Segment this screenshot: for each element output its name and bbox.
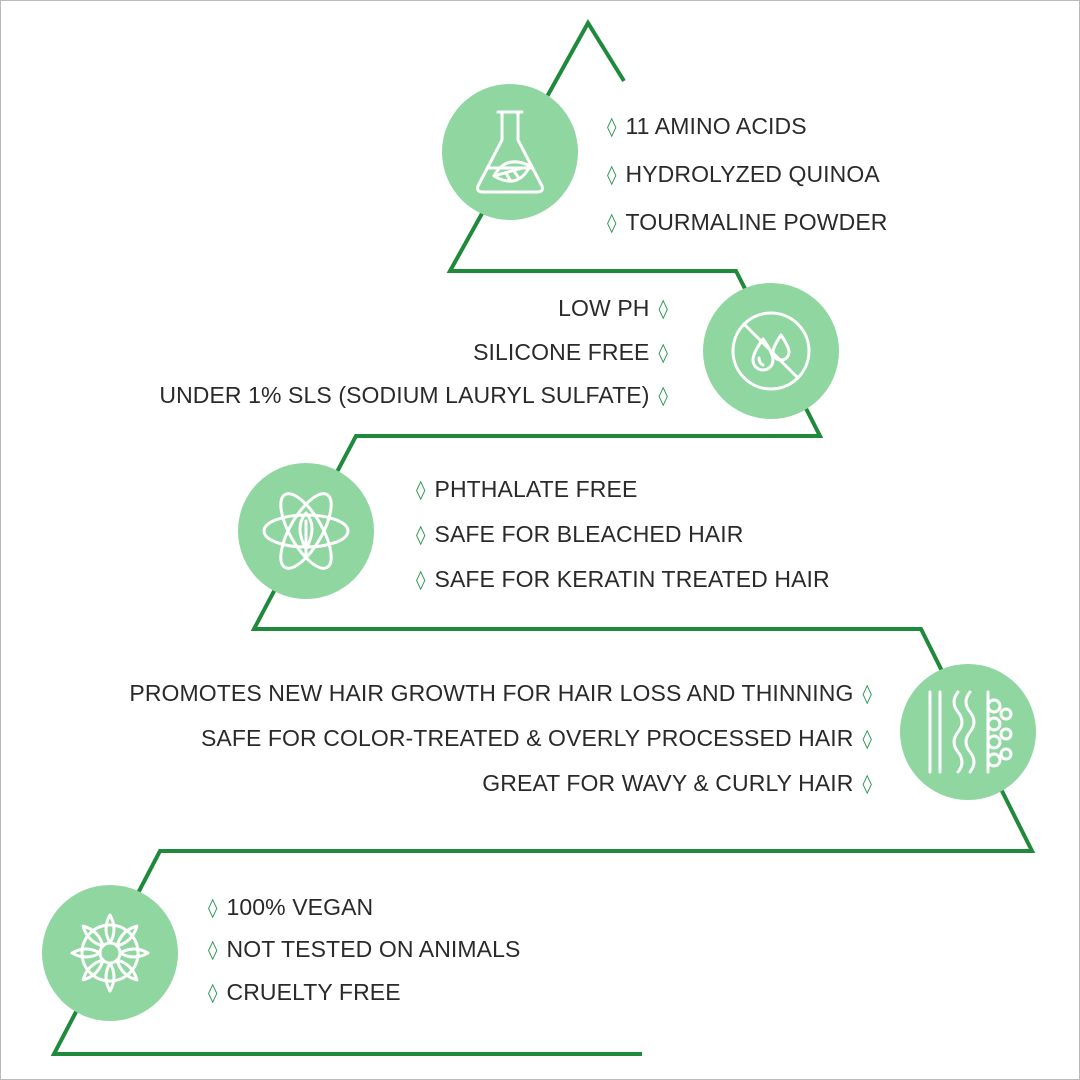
section-4-item-2: SAFE FOR COLOR-TREATED & OVERLY PROCESSE… (200, 725, 872, 751)
section-4-item-3: GREAT FOR WAVY & CURLY HAIR◊ (482, 770, 872, 796)
bullet-diamond-icon: ◊ (862, 773, 872, 795)
section-1-item-3: ◊TOURMALINE POWDER (607, 209, 888, 235)
bullet-diamond-icon: ◊ (416, 524, 426, 546)
section-5-item-3: ◊CRUELTY FREE (208, 979, 401, 1005)
section-4-item-1: PROMOTES NEW HAIR GROWTH FOR HAIR LOSS A… (129, 680, 872, 706)
bullet-diamond-icon: ◊ (658, 298, 668, 320)
bullet-diamond-icon: ◊ (208, 939, 218, 961)
flask-leaf-icon (476, 110, 544, 194)
bullet-diamond-icon: ◊ (607, 212, 617, 234)
bullet-diamond-icon: ◊ (208, 982, 218, 1004)
section-3-item-3: ◊SAFE FOR KERATIN TREATED HAIR (416, 566, 830, 592)
atom-leaf-icon (262, 492, 350, 570)
section-1-item-2: ◊HYDROLYZED QUINOA (607, 161, 880, 187)
section-2-item-1: LOW PH◊ (558, 295, 668, 321)
section-5-item-2: ◊NOT TESTED ON ANIMALS (208, 936, 521, 962)
bullet-diamond-icon: ◊ (862, 728, 872, 750)
hair-types-icon-circle (900, 664, 1036, 800)
no-drops-icon (731, 311, 811, 391)
flower-icon (70, 913, 150, 993)
flower-icon-circle (42, 885, 178, 1021)
section-3-item-1: ◊PHTHALATE FREE (416, 476, 638, 502)
section-5-item-1: ◊100% VEGAN (208, 894, 374, 920)
section-2-item-2: SILICONE FREE◊ (473, 339, 668, 365)
bullet-diamond-icon: ◊ (607, 116, 617, 138)
flask-leaf-icon-circle (442, 84, 578, 220)
no-drops-icon-circle (703, 283, 839, 419)
bullet-diamond-icon: ◊ (416, 479, 426, 501)
bullet-diamond-icon: ◊ (658, 385, 668, 407)
atom-leaf-icon-circle (238, 463, 374, 599)
bullet-diamond-icon: ◊ (607, 164, 617, 186)
bullet-diamond-icon: ◊ (416, 569, 426, 591)
bullet-diamond-icon: ◊ (862, 683, 872, 705)
bullet-diamond-icon: ◊ (208, 897, 218, 919)
section-2-item-3: UNDER 1% SLS (SODIUM LAURYL SULFATE)◊ (159, 382, 668, 408)
section-1-item-1: ◊11 AMINO ACIDS (607, 113, 807, 139)
section-3-item-2: ◊SAFE FOR BLEACHED HAIR (416, 521, 744, 547)
bullet-diamond-icon: ◊ (658, 342, 668, 364)
hair-types-icon (928, 690, 1013, 774)
